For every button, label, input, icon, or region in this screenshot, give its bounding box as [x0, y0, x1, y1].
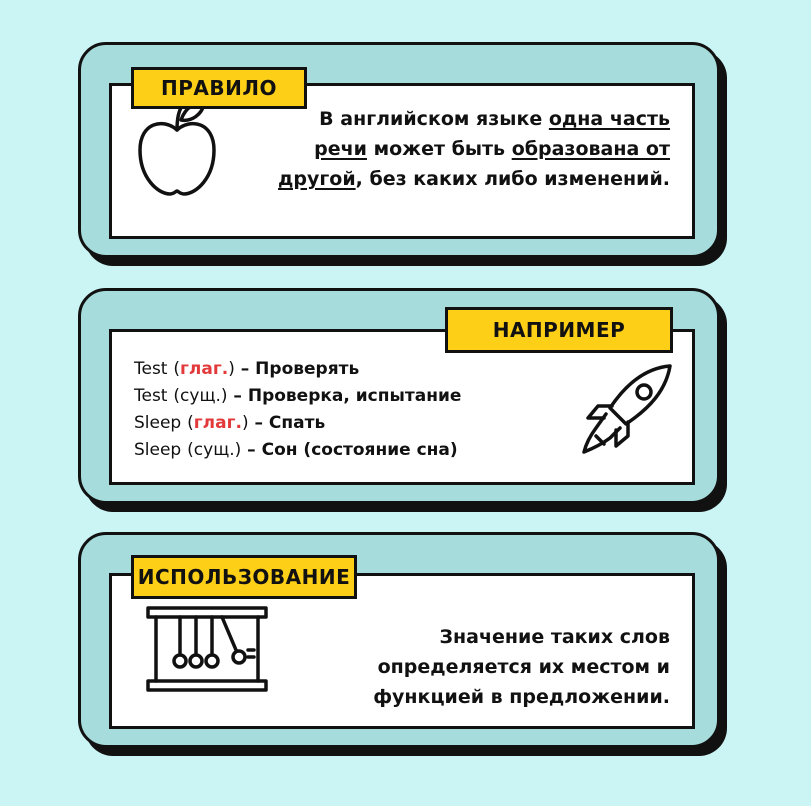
apple-icon	[138, 101, 216, 196]
usage-tag: ИСПОЛЬЗОВАНИЕ	[131, 555, 357, 599]
example-card: Test (глаг.) – Проверять Test (сущ.) – П…	[78, 288, 720, 504]
example-line: Test (сущ.) – Проверка, испытание	[134, 386, 462, 406]
example-line: Sleep (сущ.) – Сон (состояние сна)	[134, 440, 458, 460]
example-list: Test (глаг.) – Проверять Test (сущ.) – П…	[134, 356, 461, 464]
example-tag: НАПРИМЕР	[445, 307, 673, 353]
usage-content-box: Значение таких слов определяется их мест…	[109, 573, 695, 729]
rocket-icon	[582, 364, 672, 454]
rule-card: В английском языке одна часть речи может…	[78, 42, 720, 258]
example-line: Sleep (глаг.) – Спать	[134, 413, 326, 433]
usage-card: Значение таких слов определяется их мест…	[78, 532, 720, 748]
rule-content-box: В английском языке одна часть речи может…	[109, 83, 695, 239]
usage-text: Значение таких слов определяется их мест…	[373, 626, 670, 708]
newtons-cradle-icon	[146, 606, 268, 692]
rule-text: В английском языке одна часть речи может…	[278, 108, 670, 190]
example-content-box: Test (глаг.) – Проверять Test (сущ.) – П…	[109, 329, 695, 485]
rule-tag: ПРАВИЛО	[131, 67, 307, 109]
example-line: Test (глаг.) – Проверять	[134, 359, 360, 379]
